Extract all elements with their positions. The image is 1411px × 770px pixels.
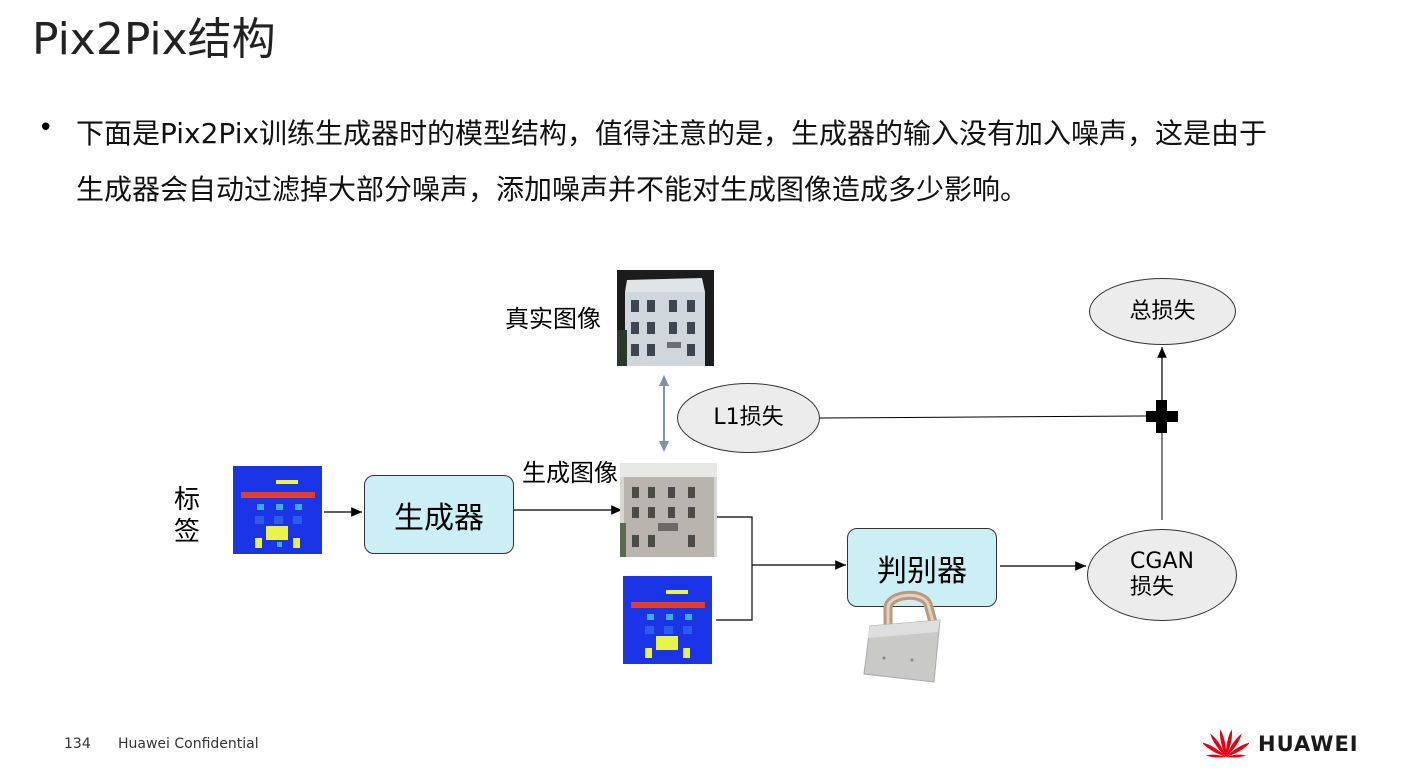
bracket-inputs	[716, 516, 753, 621]
bullet-line-2: 生成器会自动过滤掉大部分噪声，添加噪声并不能对生成图像造成多少影响。	[76, 173, 1029, 206]
real-image-photo	[617, 270, 714, 366]
bullet-line-1: 下面是Pix2Pix训练生成器时的模型结构，值得注意的是，生成器的输入没有加入噪…	[76, 117, 1268, 150]
l1-loss-ellipse: L1损失	[677, 383, 820, 453]
total-loss-label: 总损失	[1129, 298, 1196, 324]
page-number: 134	[64, 736, 91, 752]
generator-box: 生成器	[364, 475, 514, 554]
generated-image-photo	[620, 463, 717, 557]
double-arrow-head-top	[659, 375, 669, 386]
double-arrow-head-bottom	[659, 441, 669, 452]
l1-loss-label: L1损失	[713, 405, 784, 430]
real-image-label: 真实图像	[505, 305, 601, 333]
plus-horizontal	[1146, 411, 1178, 422]
bullet-marker: •	[38, 113, 54, 143]
huawei-brand-text: HUAWEI	[1258, 732, 1359, 756]
huawei-logo-icon	[1203, 729, 1249, 758]
label-tag-text: 标签	[173, 485, 200, 547]
bullet-text: 下面是Pix2Pix训练生成器时的模型结构，值得注意的是，生成器的输入没有加入噪…	[76, 106, 1391, 218]
cgan-loss-ellipse: CGAN 损失	[1087, 529, 1237, 621]
padlock-icon	[863, 590, 941, 683]
page-title: Pix2Pix结构	[32, 14, 276, 65]
line-l1-to-plus	[818, 415, 1151, 419]
generated-image-label: 生成图像	[522, 459, 618, 487]
confidential-notice: Huawei Confidential	[118, 736, 259, 752]
total-loss-ellipse: 总损失	[1089, 278, 1236, 345]
cgan-loss-label: CGAN 损失	[1130, 549, 1194, 600]
label-map-image	[233, 466, 322, 554]
condition-label-map-image	[623, 576, 712, 664]
